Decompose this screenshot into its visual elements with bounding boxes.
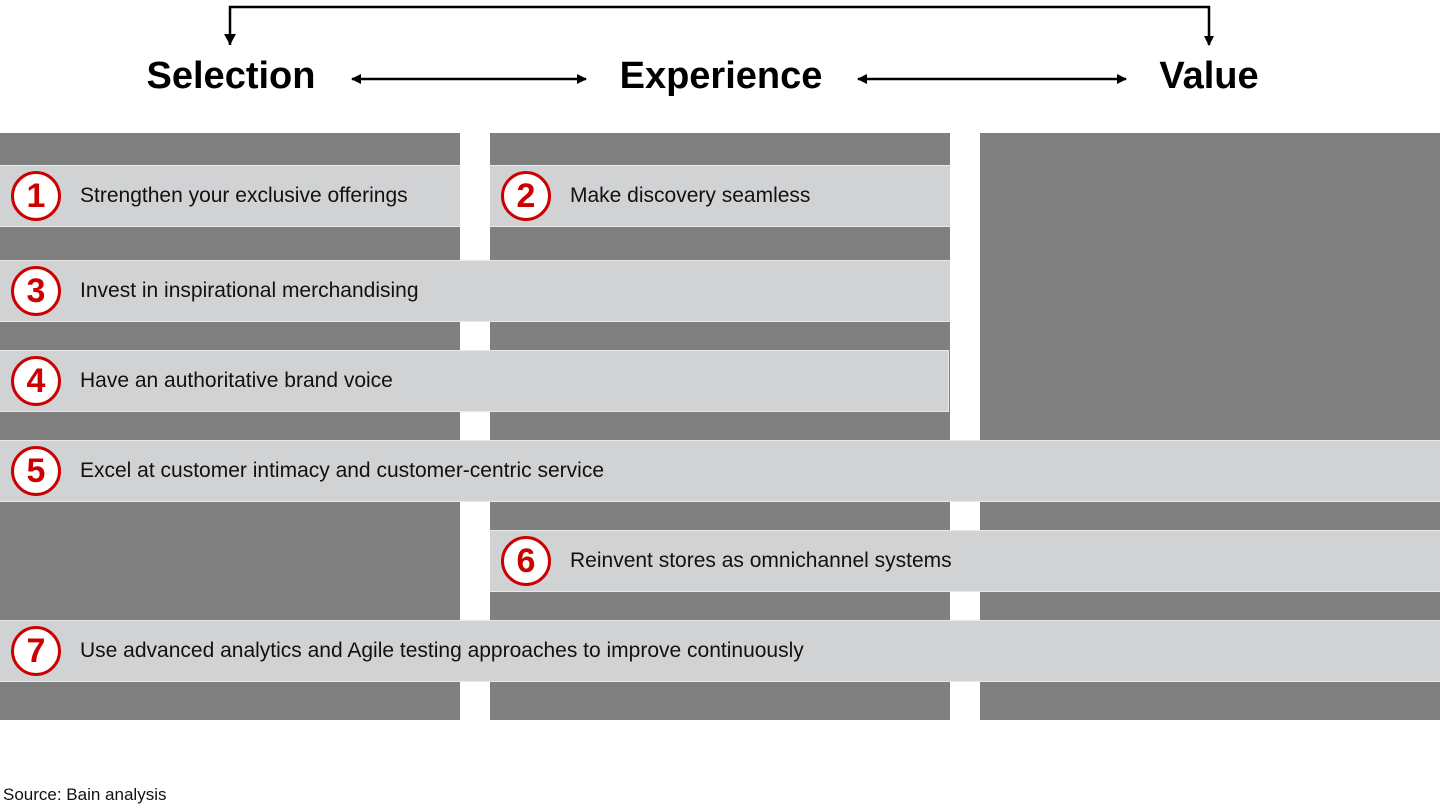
- initiative-band-7: 7 Use advanced analytics and Agile testi…: [0, 620, 1440, 682]
- number-badge: 4: [11, 356, 61, 406]
- initiative-label: Make discovery seamless: [570, 184, 811, 207]
- top-loop-arrow: [228, 5, 1214, 46]
- initiative-label: Have an authoritative brand voice: [80, 369, 393, 392]
- source-note: Source: Bain analysis: [3, 785, 167, 804]
- initiative-label: Reinvent stores as omnichannel systems: [570, 549, 952, 572]
- number-badge: 2: [501, 171, 551, 221]
- initiative-band-2: 2 Make discovery seamless: [490, 165, 950, 227]
- initiative-label: Use advanced analytics and Agile testing…: [80, 639, 804, 662]
- number-badge: 7: [11, 626, 61, 676]
- initiative-band-3: 3 Invest in inspirational merchandising: [0, 260, 950, 322]
- initiative-band-6: 6 Reinvent stores as omnichannel systems: [490, 530, 1440, 592]
- initiative-label: Strengthen your exclusive offerings: [80, 184, 408, 207]
- number-badge: 6: [501, 536, 551, 586]
- stage-selection-label: Selection: [146, 55, 316, 97]
- number-badge: 3: [11, 266, 61, 316]
- number-badge: 1: [11, 171, 61, 221]
- connector-arrows: [224, 5, 1214, 84]
- top-loop-arrowhead-left: [224, 34, 236, 45]
- initiative-band-4: 4 Have an authoritative brand voice: [0, 350, 949, 412]
- initiative-band-1: 1 Strengthen your exclusive offerings: [0, 165, 460, 227]
- number-badge: 5: [11, 446, 61, 496]
- initiative-band-5: 5 Excel at customer intimacy and custome…: [0, 440, 1440, 502]
- initiative-label: Invest in inspirational merchandising: [80, 279, 419, 302]
- initiative-label: Excel at customer intimacy and customer-…: [80, 459, 605, 482]
- stage-experience-label: Experience: [619, 55, 823, 97]
- stage-value-label: Value: [1159, 55, 1259, 97]
